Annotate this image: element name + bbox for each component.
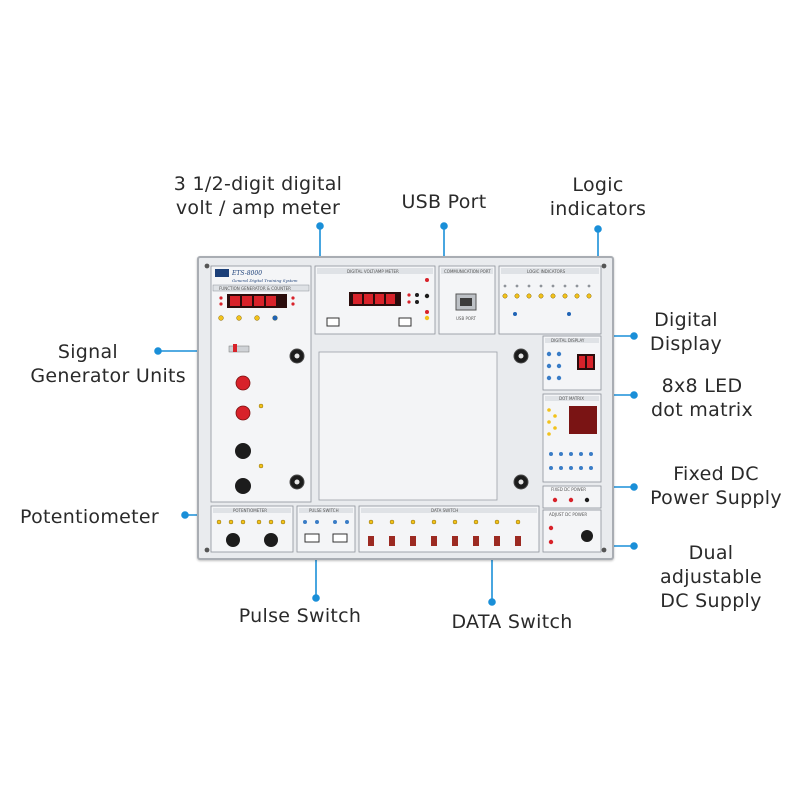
adjustable-dc-module: ADJUST DC POWER — [542, 509, 602, 553]
subtitle-label: General Digital Training System — [232, 278, 298, 283]
potentiometer-title: POTENTIOMETER — [233, 508, 267, 513]
trainer-panel: ETS-8000 General Digital Training System… — [197, 256, 614, 560]
dot-matrix-title: DOT MATRIX — [559, 396, 584, 401]
callout-pulse-switch: Pulse Switch — [238, 605, 362, 627]
callout-digital-display: Digital Display — [649, 309, 723, 355]
callout-fixed-dc: Fixed DC Power Supply — [650, 463, 782, 509]
pulse-switch-title: PULSE SWITCH — [309, 508, 339, 513]
usb-label: USB PORT — [456, 316, 477, 321]
logic-indicators-module: LOGIC INDICATORS — [498, 265, 602, 335]
callout-dual-dc: Dual adjustable DC Supply — [659, 542, 763, 612]
fixed-dc-module: FIXED DC POWER — [542, 485, 602, 509]
brand-logo — [215, 269, 229, 277]
meter-title: DIGITAL VOLT/AMP METER — [347, 269, 399, 274]
function-generator-title: FUNCTION GENERATOR & COUNTER — [219, 286, 291, 291]
callout-potentiometer: Potentiometer — [20, 506, 159, 528]
function-generator-module: ETS-8000 General Digital Training System… — [210, 265, 312, 503]
callout-signal-generator: Signal Generator Units — [30, 341, 186, 387]
meter-module: DIGITAL VOLT/AMP METER — [314, 265, 436, 335]
data-switch-module: DATA SWITCH — [358, 505, 540, 553]
breadboard-area — [289, 348, 529, 501]
logic-title: LOGIC INDICATORS — [527, 269, 566, 274]
data-switch-title: DATA SWITCH — [431, 508, 458, 513]
model-label: ETS-8000 — [231, 270, 262, 277]
dot-matrix-module: DOT MATRIX — [542, 393, 602, 483]
digital-display-module: DIGITAL DISPLAY — [542, 335, 602, 391]
adjust-dc-title: ADJUST DC POWER — [549, 512, 587, 517]
callout-data-switch: DATA Switch — [451, 611, 573, 633]
callout-meter: 3 1/2-digit digital volt / amp meter — [173, 173, 343, 219]
usb-module: COMMUNICATION PORT USB PORT — [438, 265, 496, 335]
callout-logic-indicators: Logic indicators — [549, 174, 647, 220]
usb-title: COMMUNICATION PORT — [444, 269, 491, 274]
callout-dot-matrix: 8x8 LED dot matrix — [650, 375, 754, 421]
digital-display-title: DIGITAL DISPLAY — [551, 338, 585, 343]
pulse-switch-module: PULSE SWITCH — [296, 505, 356, 553]
led-matrix — [569, 406, 597, 434]
fixed-dc-title: FIXED DC POWER — [551, 487, 586, 492]
potentiometer-module: POTENTIOMETER — [210, 505, 294, 553]
callout-usb-port: USB Port — [401, 191, 487, 213]
panel-drawing: ETS-8000 General Digital Training System… — [204, 263, 607, 553]
frequency-knobs — [235, 375, 251, 494]
